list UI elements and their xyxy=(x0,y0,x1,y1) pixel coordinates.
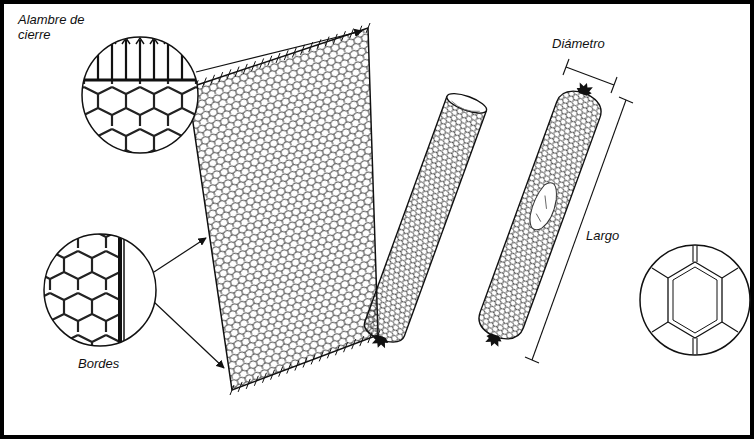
closing-wire-detail xyxy=(70,37,210,160)
selvedge-detail xyxy=(24,216,156,356)
dimension-lines xyxy=(525,59,633,363)
open-sausage-gabion xyxy=(358,90,489,355)
hexagon-detail xyxy=(640,245,750,355)
closed-sausage-gabion xyxy=(471,76,610,355)
flat-mesh-panel xyxy=(186,23,380,395)
part-label: Alambre de cierre xyxy=(18,12,98,42)
part-label: Bordes xyxy=(78,356,138,371)
part-label: Largo xyxy=(586,228,636,243)
part-label: Diámetro xyxy=(552,36,632,51)
